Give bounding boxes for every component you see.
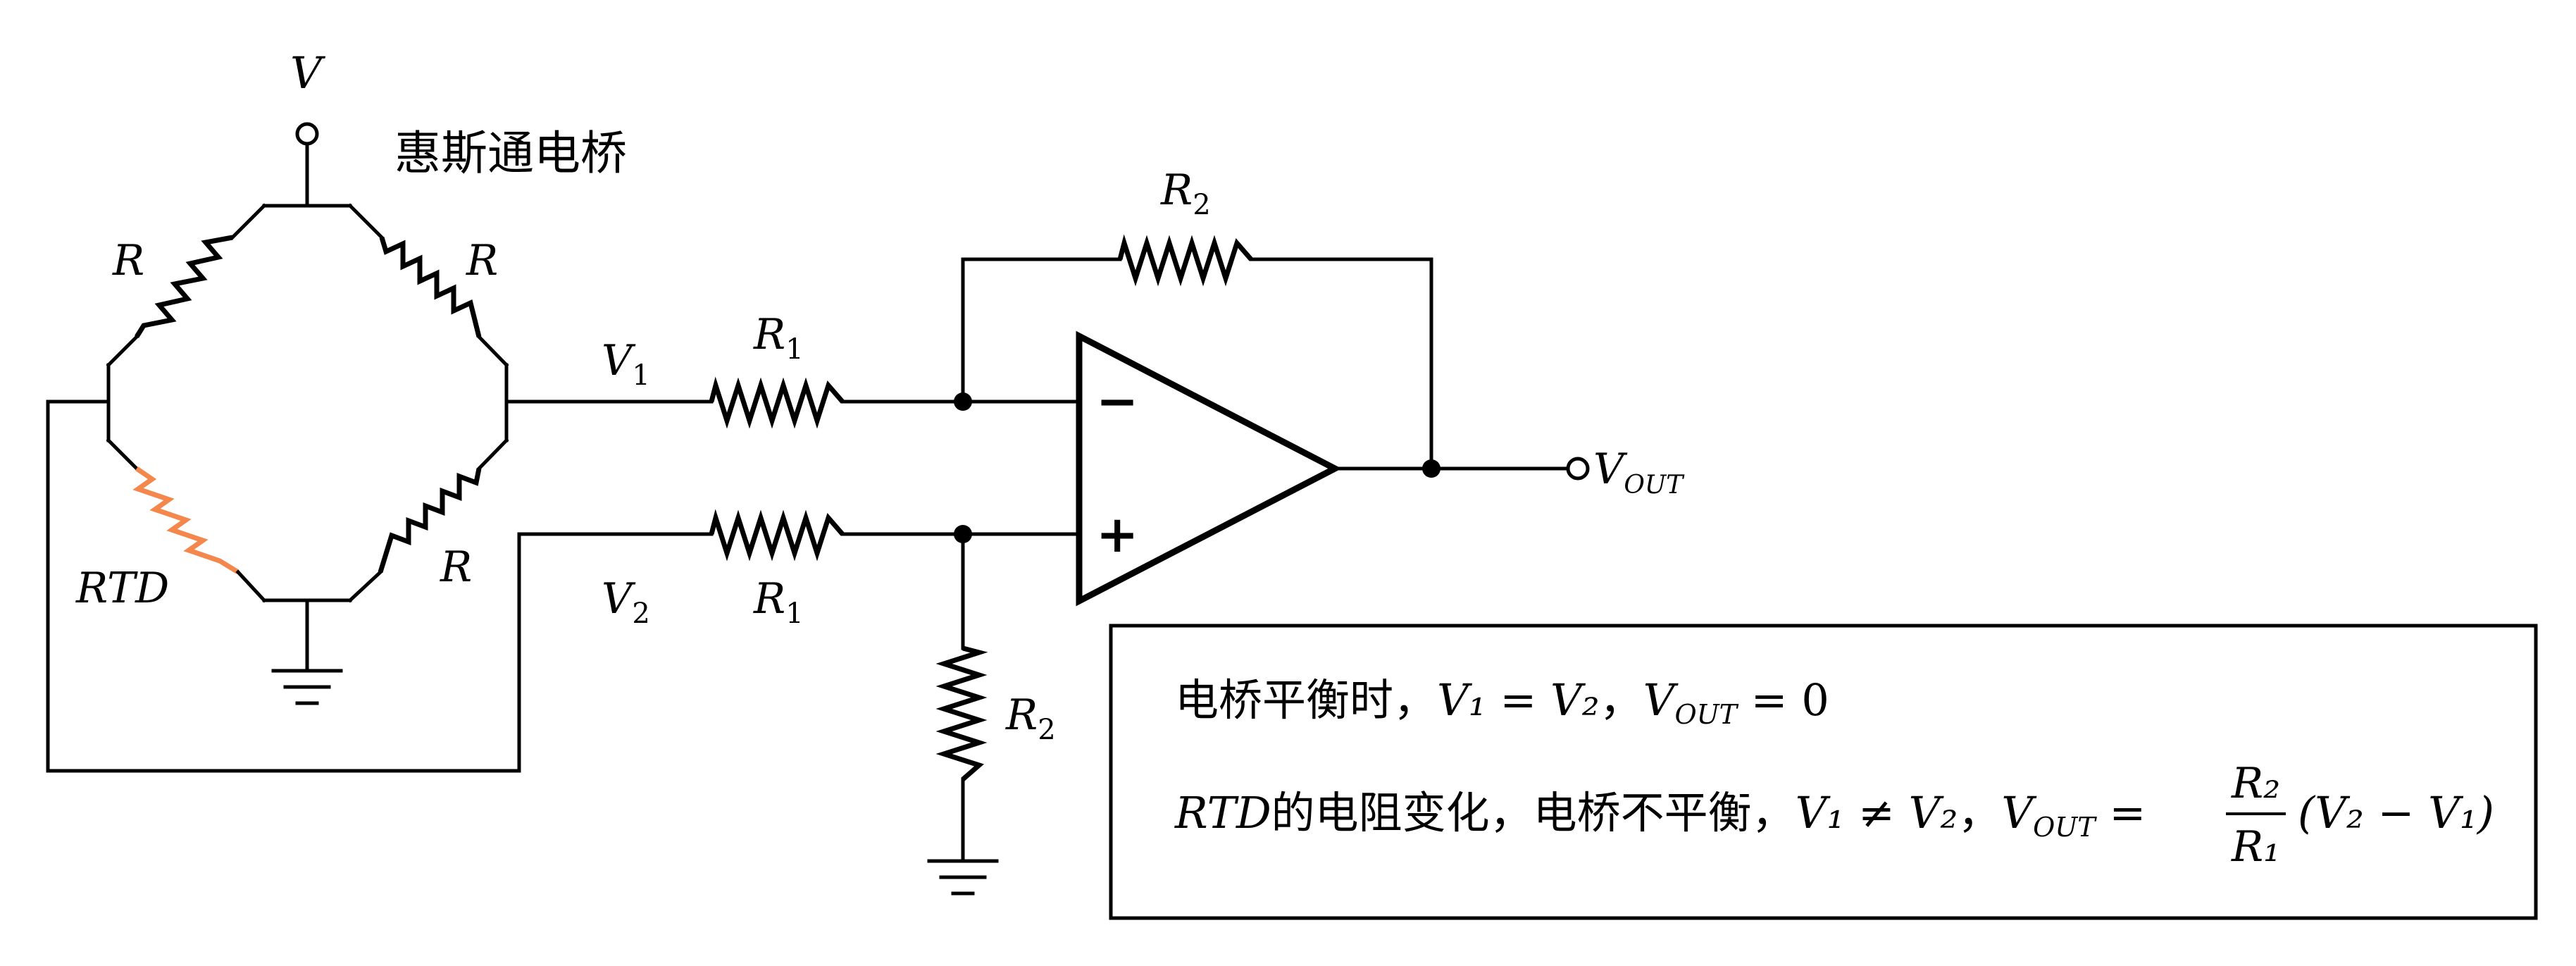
label-r-top-right: R (466, 236, 498, 285)
opamp-minus-sign: − (1096, 371, 1138, 431)
resistor-r1-bottom (709, 509, 845, 562)
label-r2-ground: R2 (1005, 691, 1056, 746)
label-r-top-left: R (112, 236, 144, 285)
rtd-resistor (132, 466, 239, 574)
note-fraction-numerator: R₂ (2231, 759, 2280, 808)
label-r1-bottom: R1 (753, 574, 804, 630)
note-line-1: 电桥平衡时，V₁ = V₂，VOUT = 0 (1175, 674, 1829, 730)
ground-symbol-opamp (927, 859, 999, 896)
ground-symbol-bridge (271, 669, 343, 705)
note-line-2: RTD的电阻变化，电桥不平衡，V₁ ≠ V₂，VOUT = (1174, 787, 2146, 843)
label-v2: V2 (602, 574, 650, 630)
supply-label: V (290, 47, 326, 99)
resistor-r2-feedback (1117, 234, 1253, 287)
wire-v2-loop (46, 400, 714, 773)
opamp-plus-sign: + (1096, 504, 1138, 564)
wire-feedback (961, 257, 1122, 404)
label-r-bottom-right: R (440, 543, 472, 592)
resistor-r-top-right (379, 236, 482, 338)
label-rtd: RTD (75, 564, 169, 613)
resistor-r1-top (709, 376, 845, 429)
label-v1: V1 (602, 336, 650, 392)
note-line-2-tail: (V₂ − V₁) (2298, 787, 2494, 838)
supply-terminal (295, 122, 319, 208)
resistor-r2-ground (935, 645, 988, 781)
note-fraction-denominator: R₁ (2231, 822, 2280, 872)
wheatstone-bridge (106, 203, 509, 673)
bridge-title: 惠斯通电桥 (394, 126, 627, 180)
output-terminal (1566, 457, 1590, 481)
resistor-r-top-left (135, 235, 233, 338)
label-r1-top: R1 (753, 310, 804, 366)
opamp-triangle (1076, 330, 1342, 607)
explanation-box (1109, 624, 2538, 920)
label-vout: VOUT (1593, 445, 1685, 500)
label-r2-feedback: R2 (1160, 166, 1211, 221)
resistor-r-bottom-right (378, 468, 482, 574)
